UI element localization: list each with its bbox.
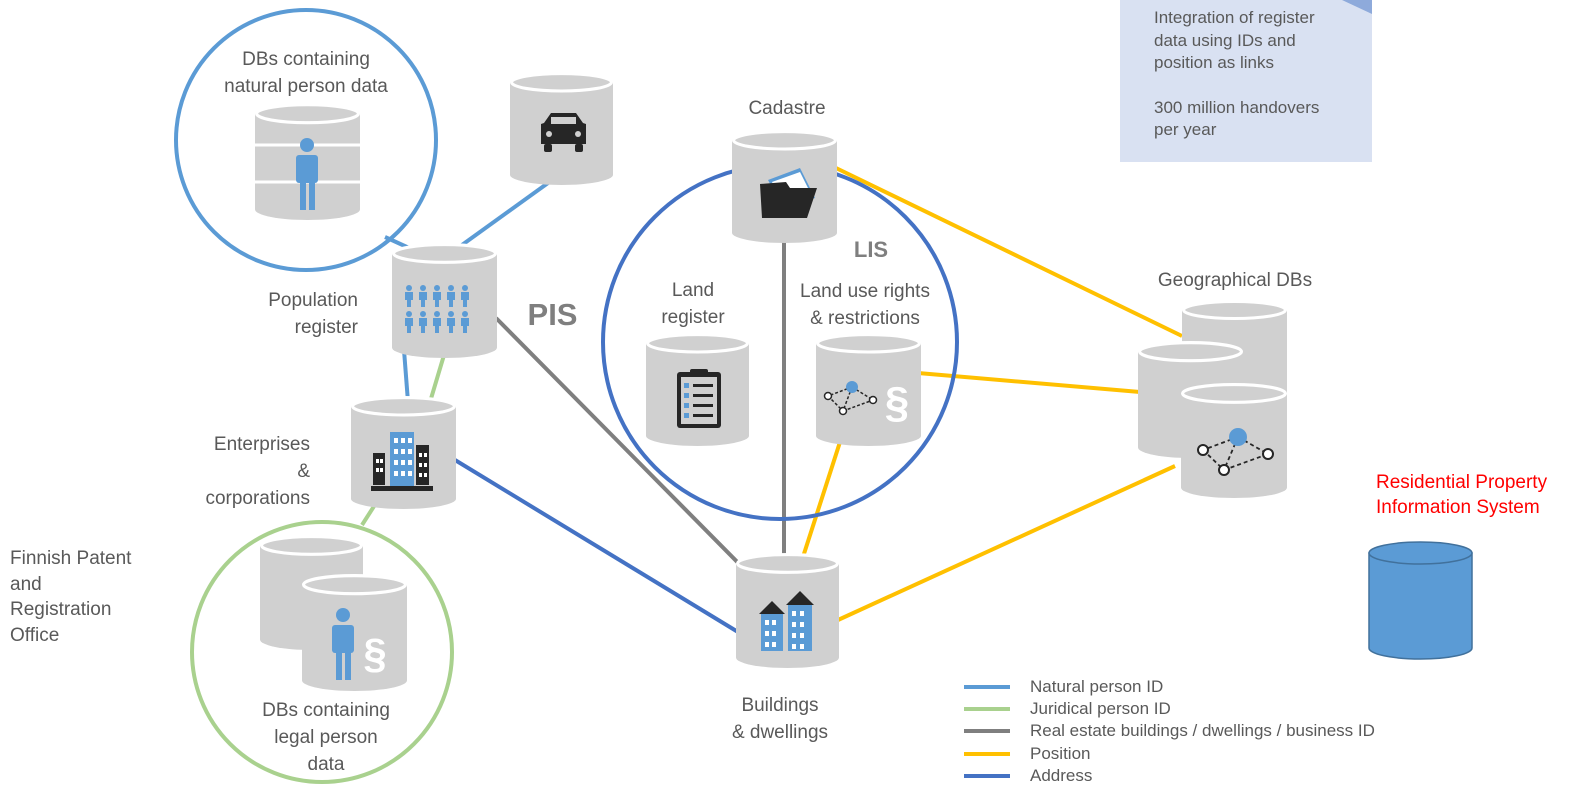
person-head [434, 285, 440, 291]
person-head [462, 285, 468, 291]
link-cadastre-geo [835, 166, 1183, 338]
buildings-db [736, 553, 839, 668]
link-landuse-buildings [800, 441, 842, 561]
link-buildings-geo [837, 464, 1176, 622]
person-head [434, 311, 440, 317]
legend-swatch [964, 685, 1010, 690]
residential-property-label: Residential Property Information System [1376, 472, 1548, 518]
legend-label: Juridical person ID [1030, 699, 1171, 719]
person-icon [296, 138, 318, 210]
legend-label: Natural person ID [1030, 677, 1164, 697]
person-body [419, 292, 427, 307]
enterprises-label: Enterprises & corporations [205, 434, 310, 509]
legend-item: Address [964, 765, 1375, 787]
natural-person-dbs-label: DBs containing natural person data [224, 49, 388, 97]
legend-item: Natural person ID [964, 676, 1375, 698]
population-register-label: Population register [268, 290, 358, 338]
info-note: Integration of register data using IDs a… [1120, 0, 1372, 162]
legend-swatch [964, 773, 1010, 778]
legend: Natural person ID Juridical person ID Re… [964, 676, 1375, 787]
enterprises-db [351, 396, 456, 509]
person-head [448, 311, 454, 317]
land-register-db [646, 333, 749, 446]
population-register-db [392, 243, 497, 358]
person-body [447, 292, 455, 307]
connection-lines [360, 166, 1183, 634]
note-line-3: position as links [1154, 53, 1275, 72]
legend-item: Position [964, 743, 1375, 765]
person-head [420, 285, 426, 291]
legend-item: Juridical person ID [964, 698, 1375, 720]
cadastre-db [732, 130, 837, 243]
note-line-1: Integration of register [1154, 8, 1315, 27]
land-use-rights-label: Land use rights & restrictions [800, 281, 930, 329]
person-body [433, 318, 441, 333]
legend-swatch [964, 729, 1010, 734]
person-body [461, 318, 469, 333]
person-head [406, 285, 412, 291]
link-vehicle-population [453, 181, 550, 252]
person-body [447, 318, 455, 333]
folder-icon [760, 168, 817, 218]
legend-label: Address [1030, 765, 1093, 785]
person-body [419, 318, 427, 333]
legal-person-db: § [260, 535, 407, 691]
person-head [406, 311, 412, 317]
office-building-icon [371, 432, 433, 491]
legend-item: Real estate buildings / dwellings / busi… [964, 720, 1375, 742]
person-body [461, 292, 469, 307]
network-icon [1197, 428, 1274, 476]
link-population-buildings [494, 316, 767, 592]
person-body [433, 292, 441, 307]
geographical-db [1138, 300, 1287, 498]
land-use-rights-db: § [816, 333, 921, 446]
residential-property-db [1368, 541, 1473, 660]
vehicle-db [510, 72, 613, 185]
pis-label: PIS [527, 297, 578, 332]
person-head [448, 285, 454, 291]
natural-person-db [255, 103, 360, 220]
lis-label: LIS [853, 237, 889, 262]
note-line-5: per year [1154, 120, 1217, 139]
note-line-4: 300 million handovers [1154, 97, 1320, 117]
buildings-icon [759, 591, 814, 651]
person-body [405, 318, 413, 333]
note-text: Integration of register data using IDs a… [1154, 7, 1319, 142]
legal-person-circle [190, 520, 454, 784]
link-population-enterprises-natural [402, 349, 410, 403]
person-body [405, 292, 413, 307]
svg-text:§: § [885, 378, 909, 427]
cadastre-label: Cadastre [748, 98, 826, 119]
legend-swatch [964, 751, 1010, 756]
legal-person-dbs-label: DBs containing legal person data [262, 700, 390, 775]
clipboard-icon [677, 369, 721, 428]
network-paragraph-icon: § [823, 378, 909, 427]
note-line-2: data using IDs and [1154, 30, 1296, 50]
legend-label: Real estate buildings / dwellings / busi… [1030, 721, 1375, 741]
finnish-patent-label: Finnish Patent and Registration Office [10, 548, 132, 646]
geographical-dbs-label: Geographical DBs [1157, 270, 1313, 291]
buildings-label: Buildings & dwellings [731, 695, 829, 743]
car-icon [541, 113, 586, 152]
svg-text:§: § [363, 630, 386, 677]
land-register-label: Land register [661, 280, 725, 328]
people-group-icon [405, 285, 469, 333]
legend-label: Position [1030, 743, 1091, 763]
person-head [462, 311, 468, 317]
natural-person-circle [174, 8, 438, 272]
note-fold-corner [1342, 0, 1372, 14]
link-enterprises-buildings [453, 458, 740, 634]
legend-swatch [964, 707, 1010, 712]
person-paragraph-icon: § [332, 608, 387, 680]
person-head [420, 311, 426, 317]
